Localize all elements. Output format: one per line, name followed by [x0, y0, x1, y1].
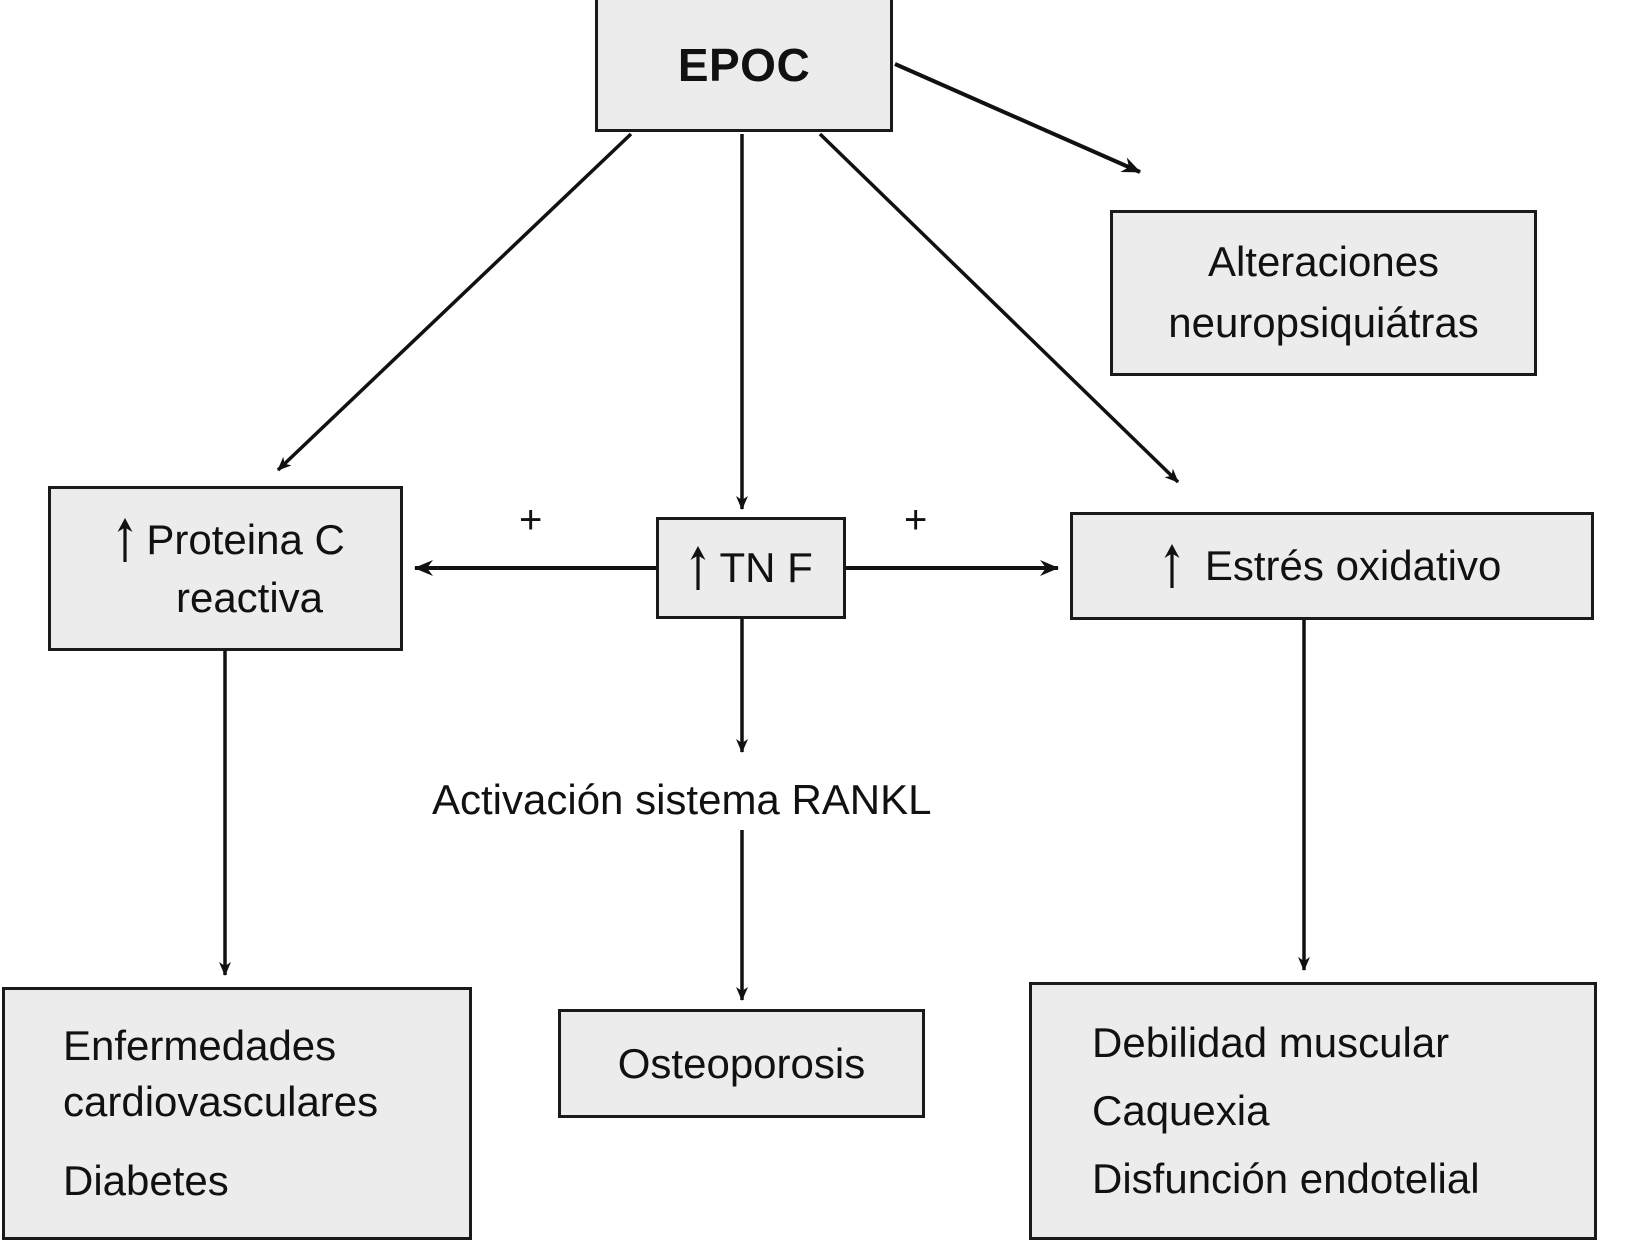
edge-label-plus-right: + — [904, 498, 928, 542]
node-enfermedades-line3: Diabetes — [63, 1157, 229, 1205]
node-proteina-c-line1: Proteina C — [110, 511, 345, 569]
edge-epoc-to-alteraciones — [894, 62, 1141, 174]
node-proteina-c-text1: Proteina C — [146, 515, 345, 563]
node-enfermedades-cardiovasculares[interactable]: Enfermedades cardiovasculares Diabetes — [2, 987, 472, 1240]
edge-label-plus-left: + — [519, 498, 543, 542]
edge-epoc-to-proteina-c — [276, 132, 633, 472]
up-arrow-icon — [689, 545, 707, 591]
node-debilidad-line2: Caquexia — [1092, 1086, 1270, 1134]
node-debilidad-muscular[interactable]: Debilidad muscular Caquexia Disfunción e… — [1029, 982, 1597, 1240]
node-tnf-label: TN F — [719, 544, 813, 591]
node-debilidad-line1: Debilidad muscular — [1092, 1018, 1450, 1066]
node-proteina-c-line2: reactiva — [175, 573, 324, 621]
node-tnf-line: TN F — [689, 544, 813, 592]
node-alteraciones-line2: neuropsiquiátras — [1168, 299, 1479, 346]
node-enfermedades-line1: Enfermedades — [63, 1022, 337, 1070]
node-alteraciones-neuropsiquiatras[interactable]: Alteraciones neuropsiquiátras — [1110, 210, 1537, 376]
node-debilidad-line3: Disfunción endotelial — [1092, 1155, 1480, 1203]
node-epoc[interactable]: EPOC — [595, 0, 893, 132]
node-estres-oxidativo[interactable]: Estrés oxidativo — [1070, 512, 1594, 620]
node-alteraciones-line1: Alteraciones — [1207, 238, 1440, 286]
node-osteoporosis-label: Osteoporosis — [617, 1039, 866, 1087]
node-estres-line: Estrés oxidativo — [1163, 542, 1502, 590]
free-text-rankl: Activación sistema RANKL — [432, 776, 932, 823]
node-enfermedades-line2: cardiovasculares — [63, 1077, 379, 1125]
node-tnf[interactable]: TN F — [656, 517, 846, 619]
node-epoc-label: EPOC — [677, 38, 811, 91]
node-proteina-c-reactiva[interactable]: Proteina C reactiva — [48, 486, 403, 651]
up-arrow-icon — [1163, 543, 1181, 589]
node-estres-label: Estrés oxidativo — [1204, 542, 1502, 589]
up-arrow-icon — [116, 517, 134, 562]
node-osteoporosis[interactable]: Osteoporosis — [558, 1009, 925, 1118]
